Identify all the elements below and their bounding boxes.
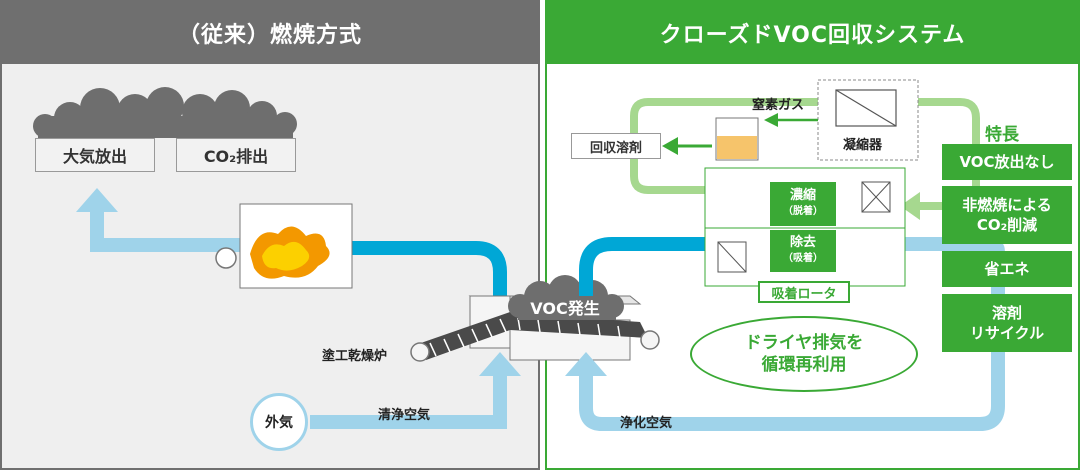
solvent-tank-icon <box>715 117 759 161</box>
feature-no-voc-release: VOC放出なし <box>942 144 1072 180</box>
rotor-fan-icon-bottom <box>717 241 747 273</box>
solvent-arrow-head <box>662 137 678 155</box>
right-air-path <box>579 237 1005 431</box>
features-title: 特長 <box>985 125 1019 145</box>
atmosphere-release-box: 大気放出 <box>35 138 155 172</box>
remove-cell: 除去 （吸着） <box>770 230 836 272</box>
concentrate-cell: 濃縮 （脱着） <box>770 182 836 226</box>
feature-2-line-2: CO₂削減 <box>976 216 1038 234</box>
left-air-path <box>90 210 507 429</box>
up-arrow-head-oven-left <box>479 352 521 376</box>
dryer-exhaust-recycle: ドライヤ排気を 循環再利用 <box>690 316 918 392</box>
outside-air-circle: 外気 <box>250 393 308 451</box>
feature-2-line-1: 非燃焼による <box>962 196 1052 214</box>
exhaust-cloud <box>33 87 297 138</box>
drying-oven-label: 塗工乾燥炉 <box>322 349 388 364</box>
rotor-fan-icon-top <box>861 181 891 213</box>
concentrate-label: 濃縮 <box>789 188 816 203</box>
burner-connector <box>215 247 237 269</box>
left-exhaust-path <box>352 241 507 296</box>
voc-generation-label: VOC発生 <box>530 299 600 318</box>
feature-4-line-2: リサイクル <box>969 324 1045 342</box>
feature-energy-saving: 省エネ <box>942 251 1072 287</box>
flame-icon <box>250 226 330 279</box>
right-exhaust-path <box>579 237 705 296</box>
feature-co2-reduction: 非燃焼による CO₂削減 <box>942 186 1072 244</box>
adsorb-label: （吸着） <box>783 253 823 264</box>
adsorption-rotor-label: 吸着ロータ <box>758 281 850 303</box>
feature-4-line-1: 溶剤 <box>991 304 1022 322</box>
nitrogen-arrow-head <box>764 113 778 127</box>
recovered-solvent-box: 回収溶剤 <box>571 133 661 159</box>
right-panel-title: クローズドVOC回収システム <box>547 2 1078 64</box>
nitrogen-gas-label: 窒素ガス <box>752 98 805 113</box>
purified-air-label: 浄化空気 <box>620 416 673 431</box>
feature-solvent-recycle: 溶剤 リサイクル <box>942 294 1072 352</box>
dryer-exhaust-line-1: ドライヤ排気を <box>744 333 864 353</box>
up-arrow-head-oven-right <box>565 352 607 376</box>
feature-3-line-1: 省エネ <box>984 260 1030 278</box>
condenser-label: 凝縮器 <box>843 138 883 153</box>
remove-label: 除去 <box>789 235 816 250</box>
condenser-icon <box>835 89 897 127</box>
loop-arrow-head <box>900 192 920 220</box>
desorb-label: （脱着） <box>783 206 823 217</box>
clean-air-label: 清浄空気 <box>378 408 431 423</box>
dryer-exhaust-line-2: 循環再利用 <box>761 355 847 375</box>
up-arrow-head-atmosphere <box>76 188 118 212</box>
co2-emission-box: CO₂排出 <box>176 138 296 172</box>
feature-1-line-1: VOC放出なし <box>959 153 1055 171</box>
left-panel-title: （従来）燃焼方式 <box>2 2 538 64</box>
